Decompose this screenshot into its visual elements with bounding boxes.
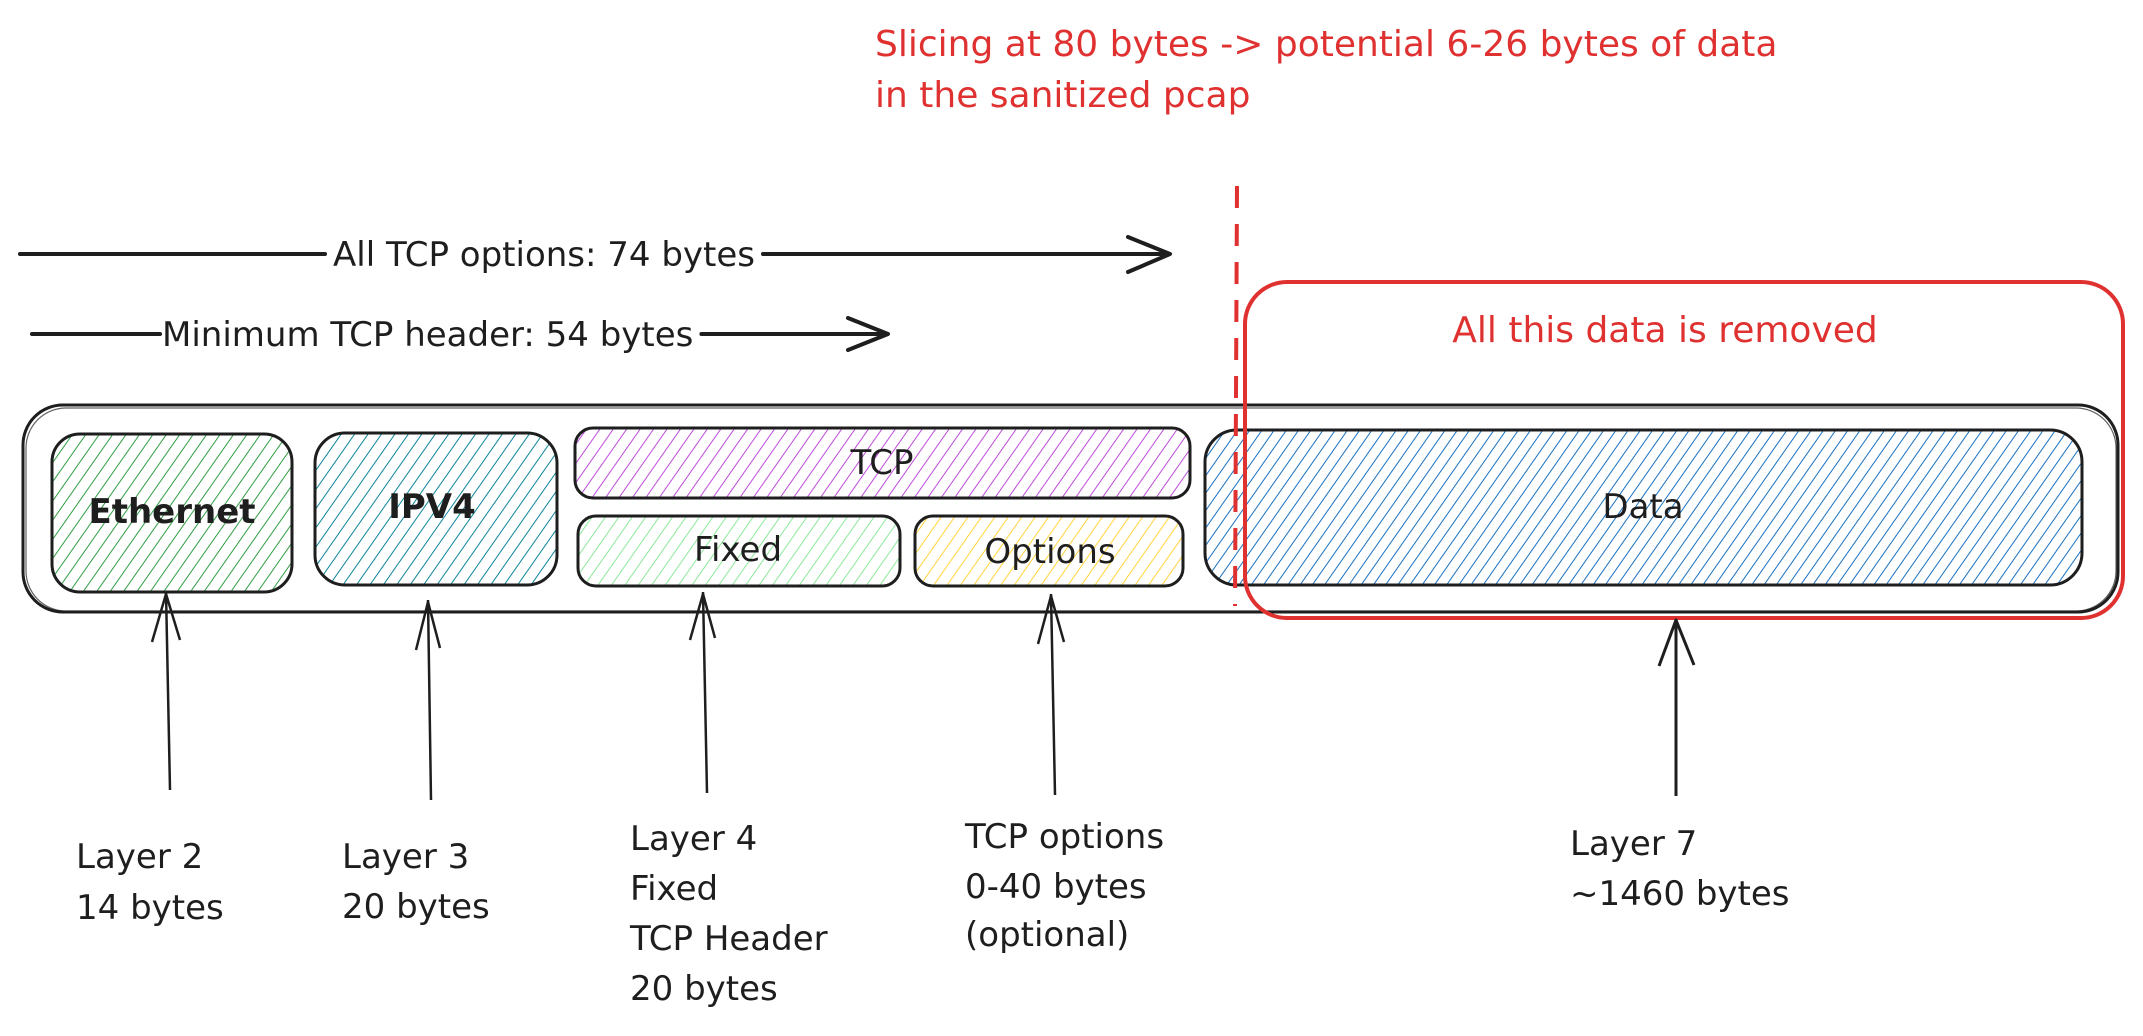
segment-options-border: [913, 514, 1185, 588]
callout-line: Layer 3: [342, 837, 469, 877]
removed-region: All this data is removed: [1243, 280, 2125, 620]
callout-line: ~1460 bytes: [1570, 874, 1790, 914]
arrow-head-right-icon: [846, 316, 890, 352]
slicing-note-line-2: in the sanitized pcap: [875, 75, 1250, 116]
segment-data-fill: [1205, 430, 2082, 585]
segment-data: Data: [1203, 428, 2084, 587]
segment-fixed-border: [576, 514, 902, 588]
segment-fixed: Fixed: [576, 514, 902, 588]
callout-line: 0-40 bytes: [965, 867, 1147, 907]
arrow-head-up-icon: [150, 592, 182, 643]
segment-ipv4-fill: [315, 433, 557, 585]
slicing-note-line-1: Slicing at 80 bytes -> potential 6-26 by…: [875, 24, 1777, 65]
removed-region-border: [1243, 280, 2125, 620]
callout-line: Layer 2: [76, 837, 203, 877]
segment-ethernet-border: [50, 432, 294, 594]
packet-container: [21, 403, 2120, 614]
segment-data-border: [1203, 428, 2084, 587]
callout-arrow-tcp-options: [1036, 593, 1066, 796]
callout-arrow-layer3: [414, 599, 442, 801]
callout-line: TCP options: [964, 817, 1164, 857]
segment-tcp-label: TCP: [849, 443, 913, 483]
callout-line: 14 bytes: [76, 888, 224, 928]
callout-arrow-layer4: [688, 591, 717, 794]
segment-tcp-border: [573, 426, 1192, 500]
callout-layer4: Layer 4 Fixed TCP Header 20 bytes: [629, 819, 828, 1009]
packet-container-sketch-stroke: [25, 407, 2117, 612]
segment-ipv4-border: [313, 431, 559, 587]
segment-tcp-fill: [575, 428, 1190, 498]
span-arrow-all-tcp-options: All TCP options: 74 bytes: [18, 235, 1172, 275]
segment-options-fill: [915, 516, 1183, 586]
span-arrow-label: Minimum TCP header: 54 bytes: [162, 315, 693, 355]
callout-line: Layer 7: [1570, 824, 1697, 864]
callout-line: (optional): [965, 915, 1129, 955]
segment-options-label: Options: [984, 532, 1115, 572]
callout-arrows: [150, 591, 1696, 801]
slice-cut-line: [1233, 185, 1239, 607]
callout-layer3: Layer 3 20 bytes: [342, 837, 490, 927]
segment-ipv4: IPV4: [313, 431, 559, 587]
callout-line: TCP Header: [629, 919, 828, 959]
segment-fixed-label: Fixed: [694, 530, 782, 570]
segment-tcp: TCP: [573, 426, 1192, 500]
callout-line: Fixed: [630, 869, 718, 909]
span-arrow-minimum-tcp-header: Minimum TCP header: 54 bytes: [30, 315, 890, 355]
segment-ethernet-label: Ethernet: [88, 492, 255, 532]
callout-line: 20 bytes: [342, 887, 490, 927]
segment-data-label: Data: [1602, 487, 1683, 527]
arrow-head-up-icon: [1036, 594, 1066, 645]
removed-region-label: All this data is removed: [1452, 310, 1878, 351]
callout-arrow-layer7: [1657, 618, 1696, 796]
segment-ethernet-fill: [52, 434, 292, 592]
segment-ethernet: Ethernet: [50, 432, 294, 594]
segment-fixed-fill: [578, 516, 900, 586]
arrow-head-up-icon: [414, 600, 442, 651]
callout-line: Layer 4: [630, 819, 757, 859]
callout-layer7: Layer 7 ~1460 bytes: [1570, 824, 1790, 914]
slicing-note: Slicing at 80 bytes -> potential 6-26 by…: [875, 24, 1777, 116]
callout-tcp-options: TCP options 0-40 bytes (optional): [964, 817, 1164, 955]
arrow-head-right-icon: [1126, 235, 1172, 274]
callout-layer2: Layer 2 14 bytes: [76, 837, 224, 928]
arrow-head-up-icon: [688, 592, 717, 641]
segment-options: Options: [913, 514, 1185, 588]
segment-ipv4-label: IPV4: [388, 487, 476, 527]
callout-arrow-layer2: [150, 591, 182, 791]
arrow-head-up-icon: [1657, 618, 1696, 667]
span-arrow-label: All TCP options: 74 bytes: [333, 235, 755, 275]
callout-line: 20 bytes: [630, 969, 778, 1009]
